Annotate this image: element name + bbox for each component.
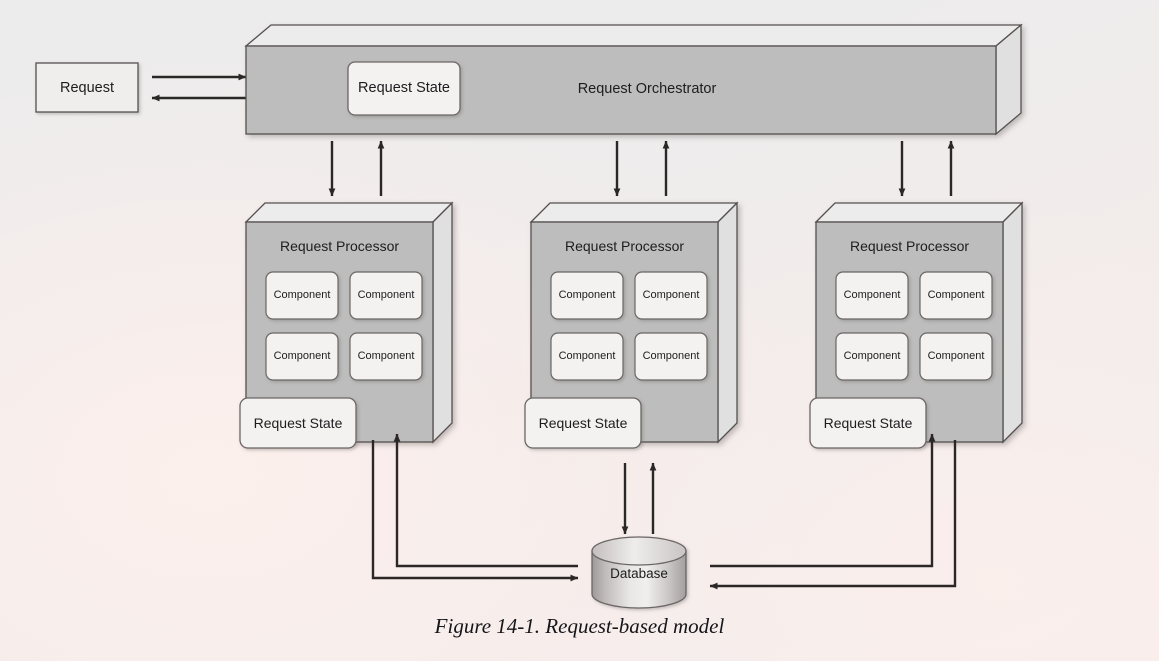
processor-1-component-2[interactable] bbox=[349, 271, 423, 320]
processor-2-component-1[interactable] bbox=[550, 271, 624, 320]
arrow-processor-3-to-database bbox=[709, 440, 957, 590]
processor-3-component-2[interactable] bbox=[919, 271, 993, 320]
processor-3-request-state-box[interactable] bbox=[809, 397, 927, 449]
processor-1-component-4[interactable] bbox=[349, 332, 423, 381]
processor-2-request-state-box[interactable] bbox=[524, 397, 642, 449]
processor-3-component-1[interactable] bbox=[835, 271, 909, 320]
processor-3-component-4[interactable] bbox=[919, 332, 993, 381]
arrow-database-to-processor-1 bbox=[393, 433, 578, 568]
arrow-processor-1-to-database bbox=[371, 440, 579, 582]
figure-caption: Figure 14-1. Request-based model bbox=[434, 614, 725, 638]
database-cylinder[interactable] bbox=[591, 536, 687, 609]
processor-2-component-2[interactable] bbox=[634, 271, 708, 320]
request-orchestrator-box[interactable] bbox=[244, 23, 1023, 136]
processor-1-component-3[interactable] bbox=[265, 332, 339, 381]
processor-2-component-3[interactable] bbox=[550, 332, 624, 381]
processor-1-request-state-box[interactable] bbox=[239, 397, 357, 449]
orchestrator-request-state-box[interactable] bbox=[347, 61, 461, 116]
request-box[interactable] bbox=[35, 62, 139, 113]
arrow-database-to-processor-3 bbox=[710, 433, 936, 568]
processor-2-component-4[interactable] bbox=[634, 332, 708, 381]
processor-1-component-1[interactable] bbox=[265, 271, 339, 320]
processor-3-component-3[interactable] bbox=[835, 332, 909, 381]
